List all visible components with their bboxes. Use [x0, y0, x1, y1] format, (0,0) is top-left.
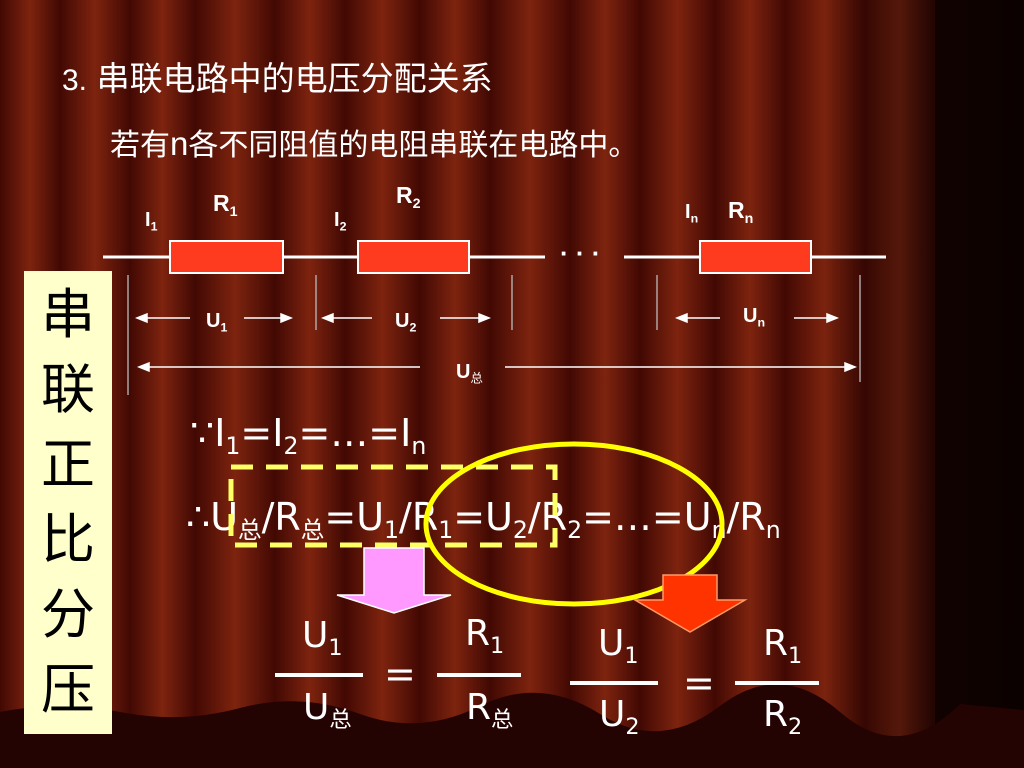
frac-right-denominator: U2 — [599, 694, 640, 740]
side-char: 联 — [41, 357, 95, 421]
resistor-2-body — [357, 240, 470, 274]
subtitle: 若有n各不同阻值的电阻串联在电路中。 — [110, 127, 638, 161]
side-char: 正 — [41, 432, 95, 496]
highlight-ellipse — [423, 441, 725, 607]
label-utotal: U总 — [456, 361, 483, 386]
heading-number: 3. — [62, 64, 88, 97]
red-down-arrow — [632, 574, 748, 633]
heading: 3. 串联电路中的电压分配关系 — [62, 62, 493, 96]
subtitle-n: n — [170, 125, 189, 162]
label-i2: I2 — [334, 209, 347, 234]
frac-right-numerator-2: R1 — [763, 623, 803, 669]
frac-left-denominator-2: R总 — [466, 687, 514, 733]
frac-right-equals: = — [683, 661, 715, 705]
frac-left-equals: = — [384, 652, 416, 696]
pink-down-arrow — [336, 547, 452, 614]
label-r1: R1 — [213, 190, 238, 220]
subtitle-post: 各不同阻值的电阻串联在电路中。 — [188, 128, 639, 163]
circuit-ellipsis: · · · — [560, 238, 601, 268]
subtitle-pre: 若有 — [110, 128, 170, 163]
side-label-box: 串 联 正 比 分 压 — [24, 271, 112, 734]
frac-right-denominator-2: R2 — [763, 694, 803, 740]
equation-current: ∵I1=I2=…=In — [190, 411, 427, 461]
frac-left-bar-2 — [437, 673, 521, 677]
label-rn: Rn — [728, 197, 754, 227]
heading-title: 串联电路中的电压分配关系 — [96, 59, 493, 98]
label-in: In — [685, 201, 699, 226]
label-u2: U2 — [395, 310, 417, 335]
frac-right-bar-2 — [735, 681, 819, 685]
equation-ratio: ∴U总/R总=U1/R1=U2/R2=…=Un/Rn — [186, 495, 781, 545]
frac-right-numerator: U1 — [598, 623, 639, 669]
side-char: 串 — [41, 282, 95, 346]
frac-left-numerator: U1 — [302, 615, 343, 661]
frac-left-denominator: U总 — [303, 687, 352, 733]
side-char: 分 — [41, 583, 95, 647]
dashed-highlight-box — [228, 464, 558, 548]
label-u1: U1 — [206, 310, 228, 335]
resistor-n-body — [699, 240, 812, 274]
frac-right-bar — [570, 681, 658, 685]
resistor-1-body — [169, 240, 284, 274]
side-char: 比 — [41, 508, 95, 572]
label-r2: R2 — [396, 182, 421, 212]
label-un: Un — [743, 305, 766, 330]
side-char: 压 — [41, 658, 95, 722]
label-i1: I1 — [145, 209, 158, 234]
frac-left-numerator-2: R1 — [465, 613, 505, 659]
frac-left-bar — [275, 673, 363, 677]
